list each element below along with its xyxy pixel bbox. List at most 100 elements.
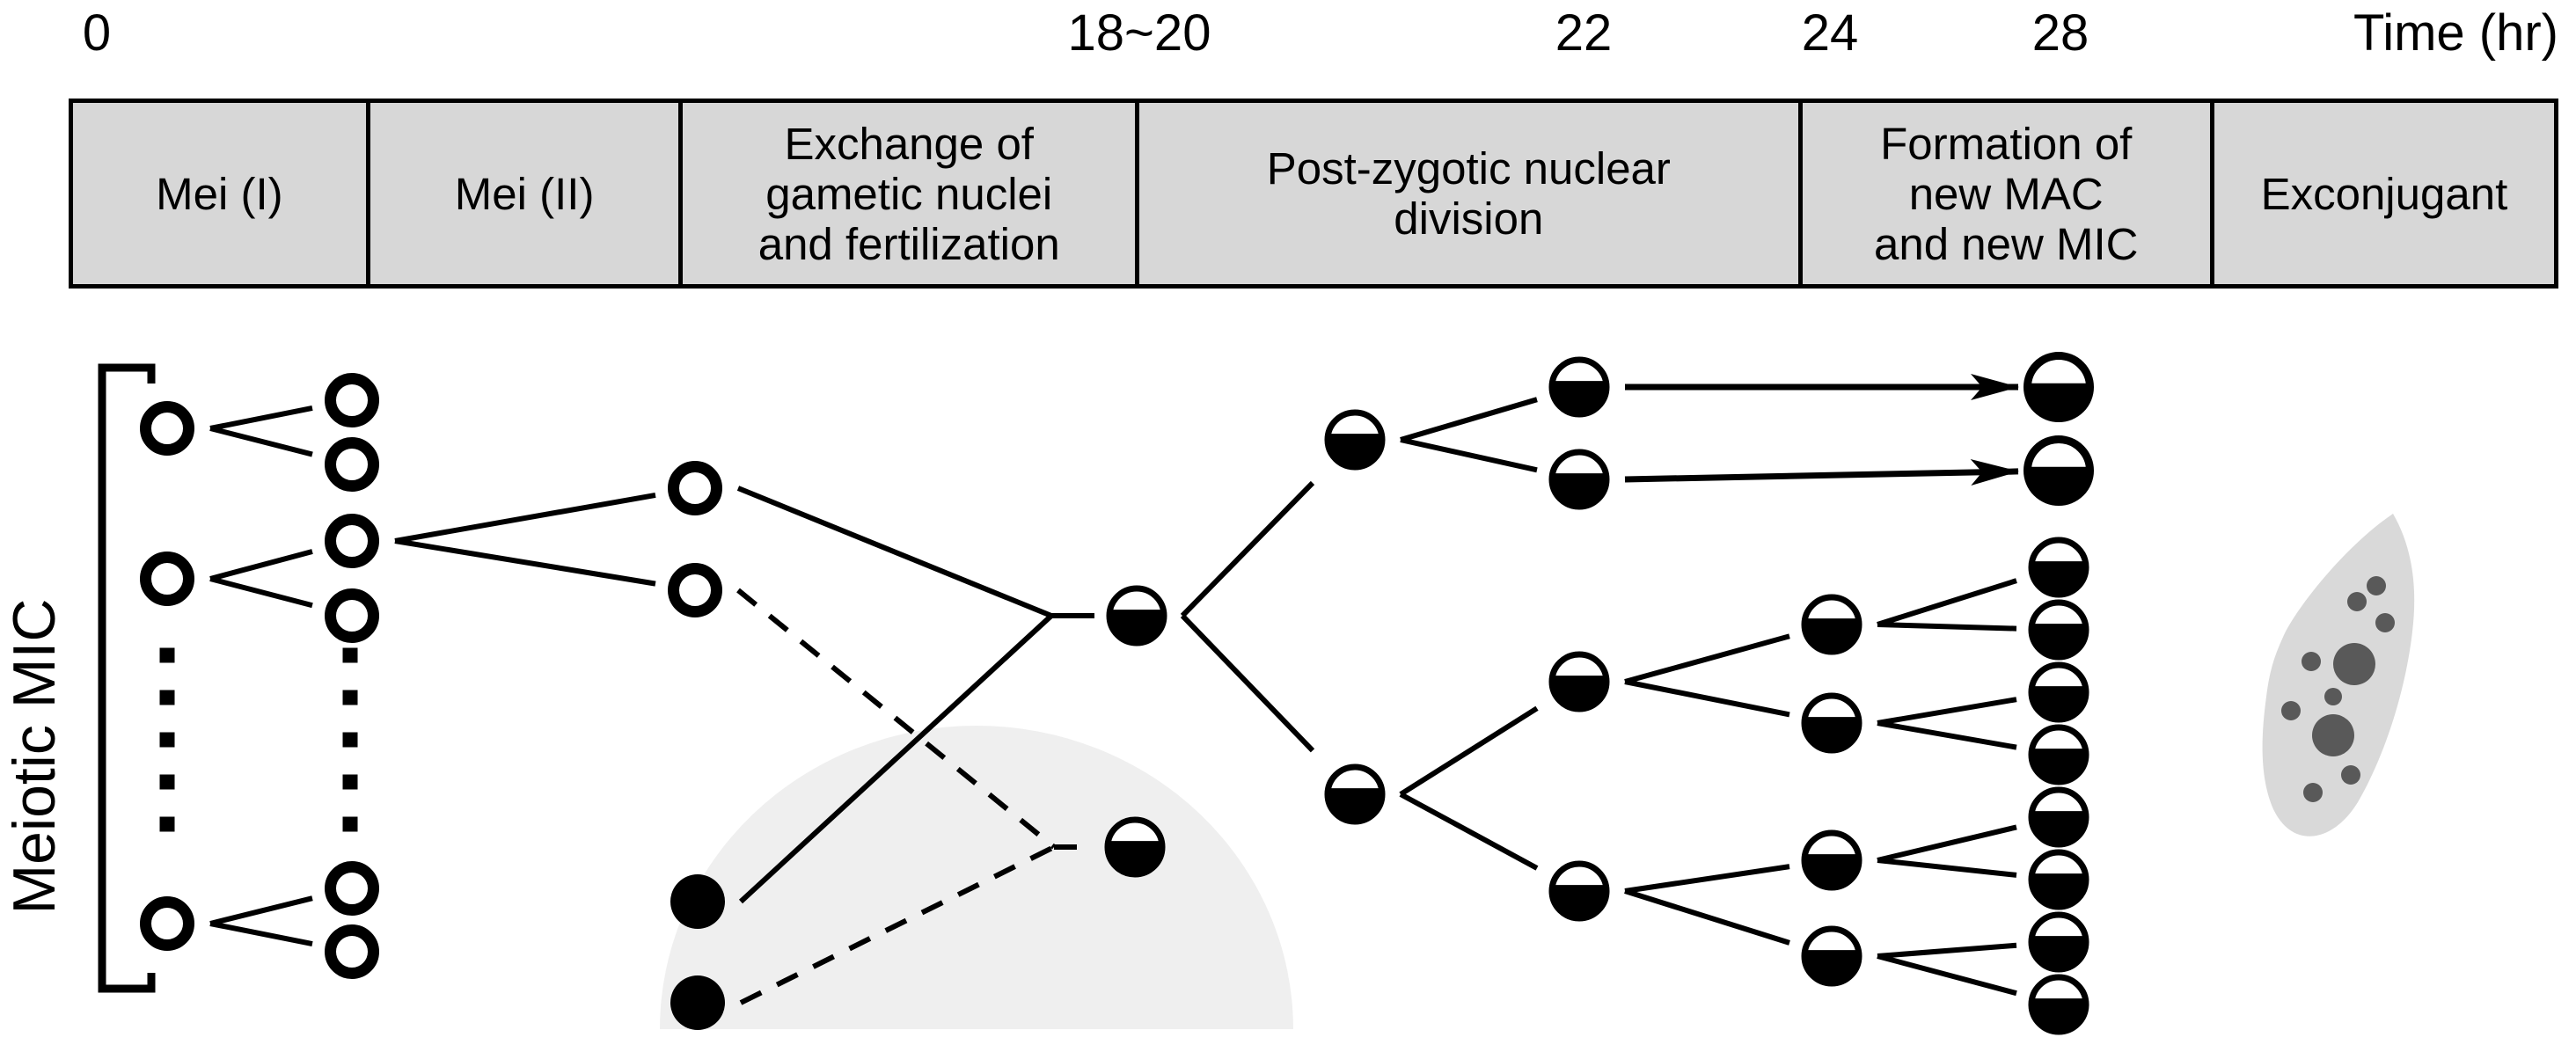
edge-d1-p22b [1400, 437, 1538, 473]
time-tick-18-20: 18~20 [1067, 4, 1211, 62]
ellipsis-dot [159, 690, 175, 705]
new-mac-nucleus-mac2-ring [2023, 435, 2094, 506]
exconjugant-mic-dot [2281, 701, 2301, 720]
zygotic-nucleus-d2-fill [1328, 788, 1382, 822]
ellipsis-dot [342, 774, 358, 790]
edge-a3-b6 [209, 921, 313, 946]
edge-b3-g1 [394, 492, 656, 544]
edge-p24b-s4 [1877, 720, 2017, 750]
edge-b3-g2 [394, 538, 656, 587]
zygotic-nucleus-p24c-fill [1804, 854, 1859, 888]
edge-a3-b5 [209, 895, 313, 926]
edge-p24d-s7 [1877, 942, 2017, 959]
edge-p24c-s5 [1877, 824, 2017, 863]
time-tick-28: 28 [2031, 4, 2089, 62]
stage-header-row: Mei (I) Mei (II) Exchange of gametic nuc… [69, 99, 2558, 289]
edge-a1-b1 [209, 405, 313, 431]
stage-cell-postzygotic: Post-zygotic nuclear division [1135, 103, 1798, 284]
zygotic-nucleus-s1-fill [2031, 561, 2086, 595]
edge-g2-cv2 [736, 588, 1056, 850]
zygotic-nucleus-pz-fill [1107, 841, 1162, 874]
edge-zy-d1 [1180, 480, 1315, 618]
ellipsis-dot [159, 647, 175, 663]
zygotic-nucleus-s8-fill [2031, 998, 2086, 1033]
zygotic-nucleus-s7-ring [2028, 911, 2089, 973]
haploid-nucleus-a1 [140, 401, 194, 456]
edge-p24a-s2 [1877, 622, 2017, 632]
zygotic-nucleus-s4-ring [2028, 724, 2089, 785]
exconjugant-new-mac-dot [2333, 643, 2375, 685]
diagram-layer [98, 352, 2415, 1035]
zygotic-nucleus-p24c-ring [1801, 829, 1862, 891]
edge-a2-b3 [209, 549, 313, 581]
zygotic-nucleus-p22c-ring [1548, 651, 1610, 712]
haploid-nucleus-g2 [668, 563, 722, 617]
time-axis-label: Time (hr) [2353, 4, 2558, 62]
edge-p22d-p24c [1624, 864, 1790, 894]
ellipsis-dot [159, 732, 175, 748]
zygotic-nucleus-s6-fill [2031, 873, 2086, 908]
meiotic-mic-side-label: Meiotic MIC [1, 599, 68, 915]
edge-p24d-s8 [1877, 953, 2017, 997]
edge-p24b-s3 [1877, 697, 2017, 726]
edge-a1-b2 [209, 426, 313, 457]
zygotic-nucleus-p24b-fill [1804, 717, 1859, 751]
exconjugant-mic-dot [2347, 592, 2367, 611]
edge-d1-p22a [1400, 397, 1538, 442]
haploid-nucleus-b3 [325, 514, 379, 568]
ellipsis-dot [342, 816, 358, 832]
stage-cell-exconjugant: Exconjugant [2209, 103, 2554, 284]
zygotic-nucleus-p22d-ring [1548, 860, 1610, 922]
zygotic-nucleus-s6-ring [2028, 849, 2089, 910]
ellipsis-dot [342, 690, 358, 705]
zygotic-nucleus-p24b-ring [1801, 692, 1862, 754]
stage-cell-formation: Formation of new MAC and new MIC [1797, 103, 2210, 284]
edge-p22c-p24b [1624, 679, 1790, 718]
haploid-nucleus-a3 [140, 896, 194, 951]
edge-d2-p22d [1399, 792, 1539, 871]
exconjugant-mic-dot [2303, 783, 2323, 802]
zygotic-nucleus-s5-ring [2028, 786, 2089, 848]
zygotic-nucleus-p24d-fill [1804, 950, 1859, 984]
degenerating-nucleus-f1 [670, 874, 725, 929]
edge-f1-cv1 [738, 613, 1054, 904]
ellipsis-dot [342, 732, 358, 748]
zygotic-nucleus-p22a-fill [1552, 381, 1606, 414]
edge-g1-cv1 [736, 486, 1053, 618]
haploid-nucleus-g1 [668, 461, 722, 515]
zygotic-nucleus-p24a-ring [1801, 594, 1862, 655]
zygotic-nucleus-p22d-fill [1552, 885, 1606, 918]
zygotic-nucleus-p22a-ring [1548, 356, 1610, 418]
stage-cell-exchange: Exchange of gametic nuclei and fertiliza… [678, 103, 1135, 284]
zygotic-nucleus-s5-fill [2031, 811, 2086, 845]
zygotic-nucleus-s3-ring [2028, 661, 2089, 723]
edge-f2-cv2 [739, 844, 1056, 1005]
zygotic-nucleus-s1-ring [2028, 537, 2089, 598]
time-tick-22: 22 [1555, 4, 1613, 62]
edge-a2-b4 [209, 576, 313, 609]
zygotic-nucleus-d1-fill [1327, 434, 1382, 468]
zygotic-nucleus-s8-ring [2028, 974, 2089, 1035]
exconjugant-mic-dot [2367, 576, 2386, 595]
time-tick-24: 24 [1801, 4, 1859, 62]
edge-d2-p22c [1399, 705, 1539, 797]
ellipsis-dot [159, 816, 175, 832]
time-tick-0: 0 [82, 4, 112, 62]
degenerating-nucleus-f2 [670, 975, 725, 1030]
zygotic-nucleus-s4-fill [2031, 749, 2086, 783]
zygotic-nucleus-d1-ring [1324, 409, 1386, 471]
edge-zy-d2 [1180, 613, 1315, 753]
haploid-nucleus-b2 [325, 437, 379, 492]
exconjugant-mic-dot [2375, 613, 2395, 632]
haploid-nucleus-b6 [325, 924, 379, 979]
exconjugant-mic-dot [2341, 765, 2360, 785]
haploid-nucleus-b4 [325, 588, 379, 643]
haploid-nucleus-b5 [325, 861, 379, 916]
zygotic-nucleus-p24d-ring [1801, 925, 1862, 987]
exconjugant-new-mac-dot [2312, 714, 2354, 756]
zygotic-nucleus-pz-ring [1104, 816, 1166, 878]
stage-cell-mei-ii: Mei (II) [365, 103, 679, 284]
zygotic-nucleus-s3-fill [2031, 686, 2086, 720]
